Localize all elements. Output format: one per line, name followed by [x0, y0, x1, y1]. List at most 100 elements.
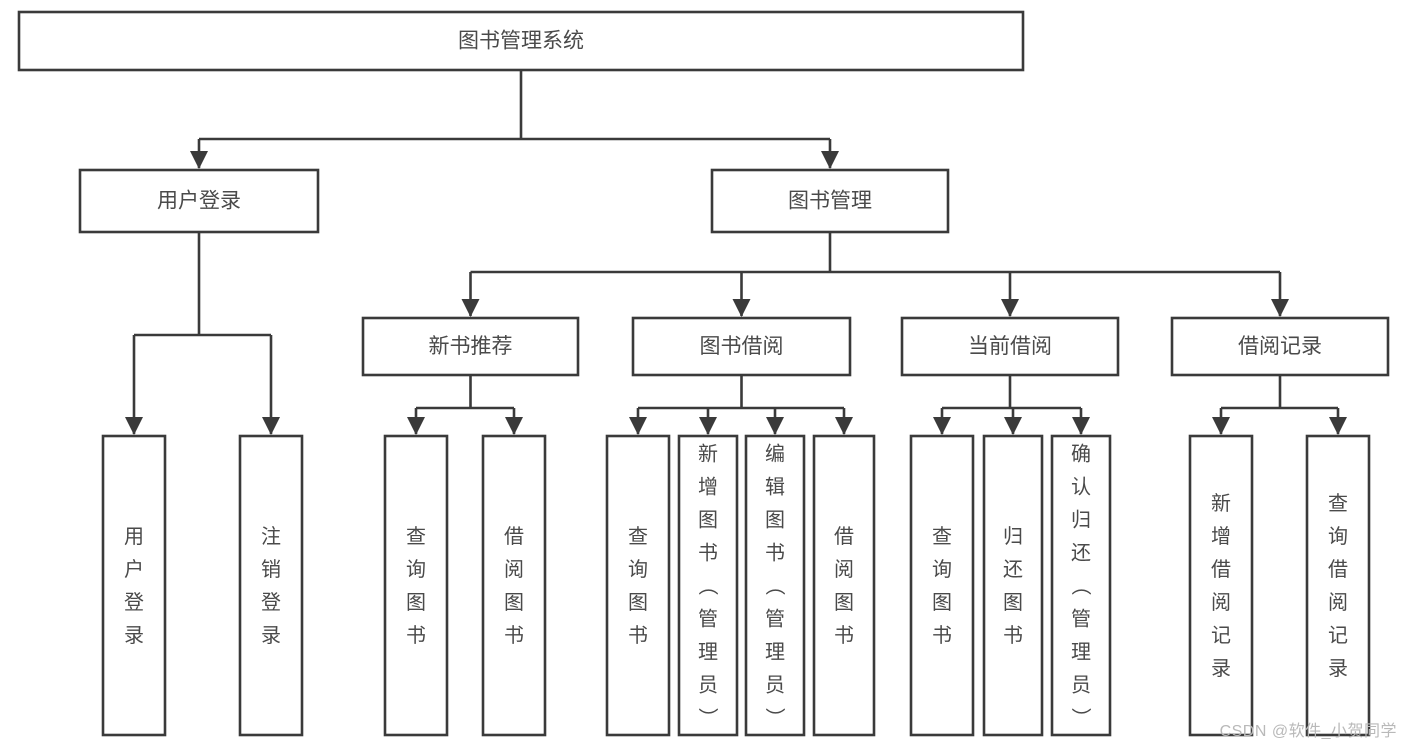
node-leaf-current-borrow-2-label-char: 书: [1003, 624, 1023, 647]
node-leaf-current-borrow-3-label-char: （: [1069, 576, 1092, 596]
node-leaf-borrow-record-1-label-char: 阅: [1211, 591, 1231, 614]
node-level2-book-management-rect: [710, 168, 950, 234]
arrow-head-icon: [933, 417, 951, 435]
node-leaf-user-login-2-label-char: 注: [261, 525, 281, 548]
arrow-head-icon: [699, 417, 717, 435]
node-leaf-current-borrow-1-label-char: 询: [932, 558, 952, 581]
node-level3-new-book-recommend-label: 新书推荐: [429, 335, 513, 358]
node-leaf-book-borrow-3-label-char: （: [763, 576, 786, 596]
arrow-head-icon: [766, 417, 784, 435]
node-leaf-book-borrow-2-label-char: 理: [698, 642, 718, 664]
node-leaf-borrow-record-2-rect: [1305, 434, 1371, 737]
node-leaf-user-login-2-label-char: 录: [261, 625, 281, 647]
node-level2-book-management[interactable]: 图书管理: [710, 168, 950, 234]
node-leaf-user-login-1-label-char: 登: [124, 591, 144, 614]
node-boxes-layer: 图书管理系统用户登录图书管理新书推荐图书借阅当前借阅借阅记录用户登录注销登录查询…: [17, 10, 1390, 737]
node-root-book-management-system-label: 图书管理系统: [458, 30, 584, 53]
node-leaf-borrow-record-1-label-char: 借: [1211, 558, 1231, 581]
node-leaf-book-borrow-1-label-char: 查: [628, 525, 648, 548]
node-leaf-current-borrow-2-rect: [982, 434, 1044, 737]
node-level2-user-login-label: 用户登录: [157, 190, 241, 213]
node-leaf-user-login-1-rect: [101, 434, 167, 737]
node-leaf-book-borrow-3-label-char: 书: [765, 542, 785, 565]
node-level3-current-borrow-rect: [900, 316, 1120, 377]
node-level2-user-login[interactable]: 用户登录: [78, 168, 320, 234]
node-leaf-borrow-record-2-label-char: 阅: [1328, 591, 1348, 614]
arrow-head-icon: [1004, 417, 1022, 435]
node-leaf-book-borrow-2-label-char: （: [696, 576, 719, 596]
node-leaf-book-borrow-2-label-char: 员: [698, 675, 718, 697]
node-level3-current-borrow-label: 当前借阅: [968, 335, 1052, 358]
node-leaf-current-borrow-3-label-char: 还: [1071, 542, 1091, 565]
node-leaf-book-borrow-2-label-char: ）: [696, 708, 719, 728]
arrow-head-icon: [835, 417, 853, 435]
node-leaf-book-borrow-1-label-char: 图: [628, 592, 648, 614]
node-leaf-book-borrow-3-rect: [744, 434, 806, 737]
arrow-head-icon: [505, 417, 523, 435]
node-level3-current-borrow[interactable]: 当前借阅: [900, 316, 1120, 377]
node-leaf-book-borrow-3-label-char: 辑: [765, 476, 785, 499]
node-leaf-borrow-record-1-label-char: 记: [1211, 624, 1231, 647]
node-leaf-book-borrow-2-label-char: 增: [698, 476, 718, 499]
node-leaf-current-borrow-3-rect: [1050, 434, 1112, 737]
node-root-book-management-system[interactable]: 图书管理系统: [17, 10, 1025, 72]
node-level3-new-book-recommend-rect: [361, 316, 580, 377]
arrow-head-icon: [821, 151, 839, 169]
node-leaf-new-book-recommend-2-label-char: 阅: [504, 558, 524, 581]
node-leaf-book-borrow-4-label-char: 书: [834, 624, 854, 647]
node-leaf-new-book-recommend-1-label-char: 询: [406, 558, 426, 581]
node-leaf-user-login-1-label-char: 用: [124, 526, 144, 548]
node-leaf-book-borrow-2-label-char: 新: [698, 443, 718, 466]
node-leaf-new-book-recommend-2-label-char: 书: [504, 624, 524, 647]
node-leaf-borrow-record-2-label-char: 借: [1328, 558, 1348, 581]
node-leaf-new-book-recommend-1-label-char: 图: [406, 592, 426, 614]
node-leaf-new-book-recommend-1-label-char: 书: [406, 624, 426, 647]
node-leaf-current-borrow-3-label-char: 理: [1071, 642, 1091, 664]
node-level3-borrow-record-label: 借阅记录: [1238, 335, 1322, 358]
node-leaf-book-borrow-3-label-char: 理: [765, 642, 785, 664]
node-leaf-book-borrow-4-label-char: 借: [834, 525, 854, 548]
node-leaf-borrow-record-2-label-char: 录: [1328, 658, 1348, 680]
node-level3-book-borrow[interactable]: 图书借阅: [631, 316, 852, 377]
node-leaf-current-borrow-3-label-char: 归: [1071, 509, 1091, 532]
node-leaf-borrow-record-2-label-char: 记: [1328, 624, 1348, 647]
node-level3-new-book-recommend[interactable]: 新书推荐: [361, 316, 580, 377]
node-leaf-current-borrow-3-label-char: ）: [1069, 708, 1092, 728]
node-leaf-current-borrow-2-label-char: 图: [1003, 592, 1023, 614]
arrow-head-icon: [1271, 299, 1289, 317]
node-leaf-book-borrow-2-rect: [677, 434, 739, 737]
node-leaf-current-borrow-3-label-char: 员: [1071, 675, 1091, 697]
node-level3-book-borrow-label: 图书借阅: [700, 335, 784, 358]
arrow-head-icon: [262, 417, 280, 435]
arrow-head-icon: [1072, 417, 1090, 435]
node-leaf-user-login-1[interactable]: 用户登录: [101, 434, 167, 737]
node-leaf-new-book-recommend-1-rect: [383, 434, 449, 737]
node-leaf-book-borrow-3-label-char: 员: [765, 675, 785, 697]
node-leaf-new-book-recommend-2-label-char: 借: [504, 525, 524, 548]
node-level3-borrow-record[interactable]: 借阅记录: [1170, 316, 1390, 377]
csdn-watermark: CSDN @软件_小贺同学: [1219, 723, 1397, 740]
arrow-head-icon: [125, 417, 143, 435]
node-leaf-borrow-record-1-label-char: 新: [1211, 492, 1231, 515]
node-leaf-borrow-record-2-label-char: 查: [1328, 492, 1348, 515]
node-leaf-book-borrow-3-label-char: 管: [765, 608, 785, 631]
node-leaf-book-borrow-2-label-char: 图: [698, 510, 718, 532]
node-leaf-current-borrow-1-label-char: 图: [932, 592, 952, 614]
arrow-head-icon: [732, 299, 751, 317]
node-leaf-current-borrow-3-label-char: 认: [1071, 476, 1091, 499]
arrow-head-icon: [461, 299, 480, 317]
node-leaf-user-login-1-label-char: 录: [124, 625, 144, 647]
